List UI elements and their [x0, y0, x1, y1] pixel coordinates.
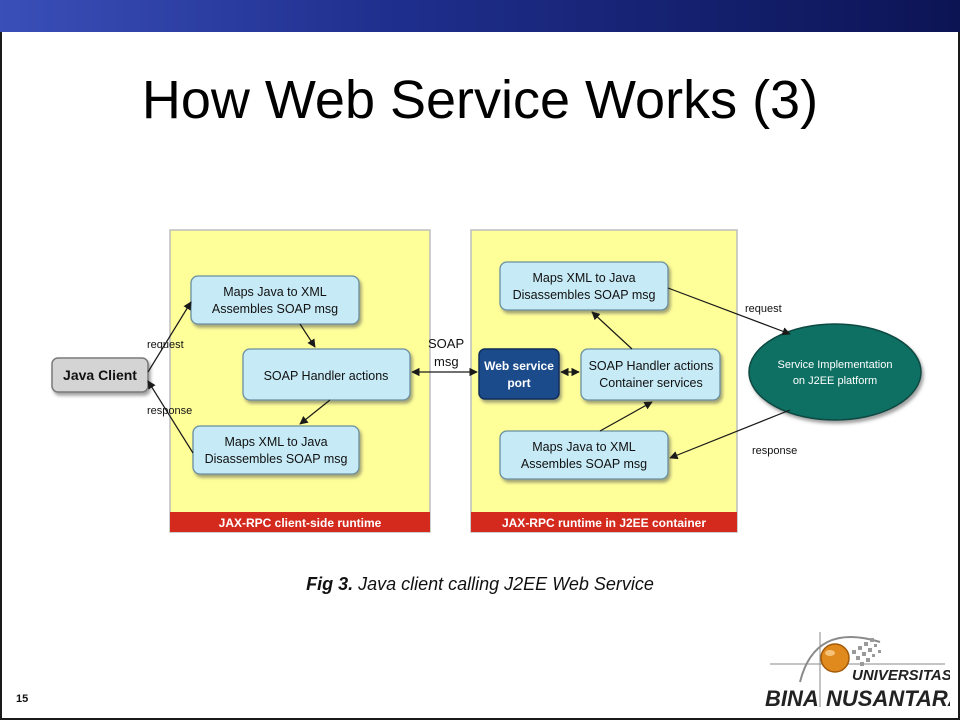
server-soap-handler-node: SOAP Handler actions Container services: [580, 348, 721, 401]
server-runtime-footer-label: JAX-RPC runtime in J2EE container: [502, 516, 706, 530]
figure-caption: Fig 3. Java client calling J2EE Web Serv…: [0, 574, 960, 595]
edge-server-response: [669, 409, 791, 460]
logo-bina-text: BINA: [765, 686, 819, 711]
edge-client-request: [147, 301, 192, 373]
logo-swoosh-arc: [799, 636, 881, 683]
java-client-node: Java Client: [51, 357, 149, 393]
client-maps-xml-line1: Maps XML to Java: [224, 435, 327, 449]
server-maps-xml-line1: Maps XML to Java: [532, 271, 635, 285]
client-maps-xml-to-java-node: Maps XML to Java Disassembles SOAP msg: [192, 425, 360, 475]
university-logo: UNIVERSITAS BINA NUSANTARA: [765, 632, 950, 711]
edge-client-response: [147, 380, 194, 454]
server-soap-handler-line1: SOAP Handler actions: [589, 359, 714, 373]
client-soap-handler-label: SOAP Handler actions: [264, 369, 389, 383]
client-runtime-footer: [170, 512, 430, 532]
service-impl-line1: Service Implementation: [778, 359, 893, 371]
edge-server-handler-to-maps-xml: [591, 311, 633, 350]
logo-globe: [820, 643, 850, 673]
server-soap-handler-line2: Container services: [599, 376, 703, 390]
edge-server-request: [667, 287, 791, 336]
soap-msg-label-line2: msg: [434, 354, 459, 369]
slide-frame: [0, 32, 960, 720]
client-request-label: request: [147, 339, 184, 351]
server-maps-java-line1: Maps Java to XML: [532, 440, 636, 454]
service-implementation-node: Service Implementation on J2EE platform: [748, 323, 922, 421]
slide-number: 15: [16, 693, 29, 705]
server-maps-xml-line2: Disassembles SOAP msg: [513, 288, 656, 302]
java-client-label: Java Client: [63, 367, 137, 383]
client-maps-xml-line2: Disassembles SOAP msg: [205, 452, 348, 466]
server-maps-java-to-xml-node: Maps Java to XML Assembles SOAP msg: [499, 430, 669, 480]
top-title-band: [0, 0, 960, 32]
soap-msg-label-line1: SOAP: [428, 336, 464, 351]
web-service-port-node: Web service port: [478, 348, 560, 400]
server-request-label: request: [745, 303, 782, 315]
service-impl-line2: on J2EE platform: [793, 375, 877, 387]
client-runtime-footer-label: JAX-RPC client-side runtime: [219, 516, 382, 530]
client-response-label: response: [147, 405, 192, 417]
logo-dot-cluster: [852, 638, 881, 666]
logo-universitas-text: UNIVERSITAS: [852, 667, 950, 684]
diagram-edges: [147, 287, 791, 460]
client-maps-java-line1: Maps Java to XML: [223, 285, 327, 299]
caption-prefix: Fig 3.: [306, 574, 354, 594]
server-maps-xml-to-java-node: Maps XML to Java Disassembles SOAP msg: [499, 261, 669, 311]
server-maps-java-line2: Assembles SOAP msg: [521, 457, 647, 471]
client-maps-java-line2: Assembles SOAP msg: [212, 302, 338, 316]
edge-server-maps-java-to-handler: [599, 401, 653, 432]
web-service-port-line1: Web service: [484, 359, 554, 373]
web-service-port-line2: port: [507, 376, 530, 390]
logo-globe-highlight: [825, 650, 835, 656]
client-maps-java-to-xml-node: Maps Java to XML Assembles SOAP msg: [190, 275, 360, 325]
slide-title: How Web Service Works (3): [141, 70, 819, 130]
logo-nusantara-text: NUSANTARA: [826, 686, 950, 711]
server-response-label: response: [752, 445, 797, 457]
caption-text: Java client calling J2EE Web Service: [353, 574, 654, 594]
edge-client-maps-to-handler: [299, 323, 316, 348]
server-runtime-footer: [471, 512, 737, 532]
client-soap-handler-node: SOAP Handler actions: [242, 348, 411, 401]
edge-client-handler-to-maps: [299, 399, 331, 425]
